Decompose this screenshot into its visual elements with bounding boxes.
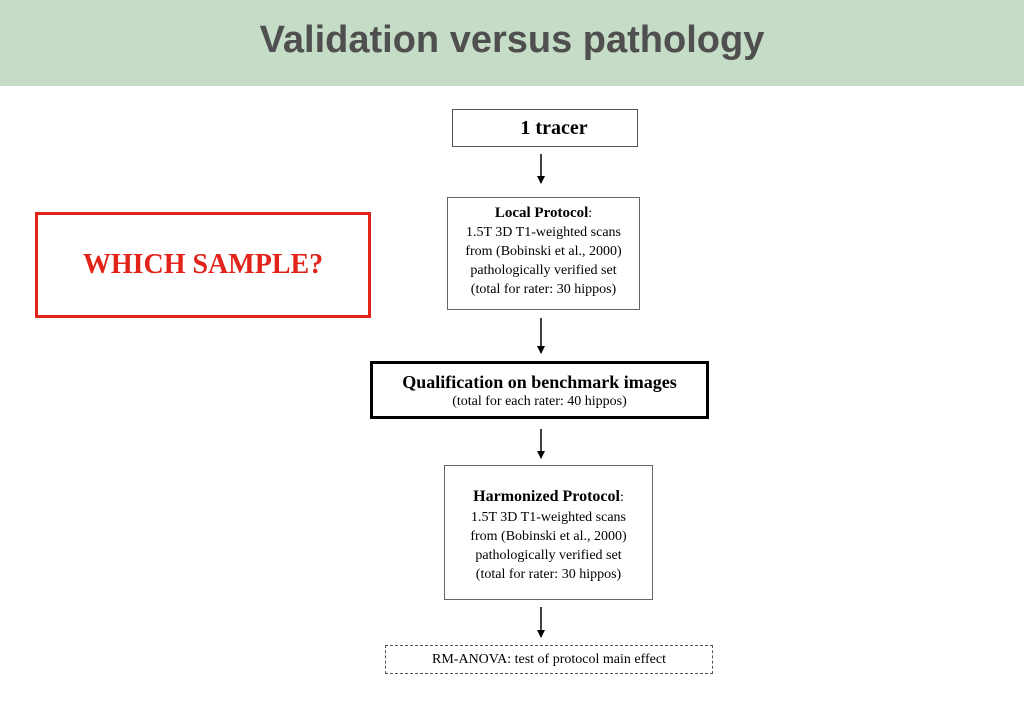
harmonized-protocol-line: (total for rater: 30 hippos): [475, 567, 622, 582]
harmonized-protocol-line: 1.5T 3D T1-weighted scans: [470, 510, 626, 525]
which-sample-text: WHICH SAMPLE?: [82, 249, 324, 280]
anova-box: RM-ANOVA: test of protocol main effect: [385, 645, 713, 674]
slide-title: Validation versus pathology: [259, 19, 765, 61]
local-protocol-line: pathologically verified set: [470, 263, 617, 278]
tracer-label: 1 tracer: [520, 117, 588, 139]
local-protocol-box: Local Protocol: 1.5T 3D T1-weighted scan…: [447, 197, 640, 310]
title-band: [0, 0, 1024, 86]
anova-label: RM-ANOVA: test of protocol main effect: [432, 652, 666, 667]
local-protocol-header: Local Protocol: [494, 205, 589, 221]
qualification-header: Qualification on benchmark images: [402, 372, 677, 392]
local-protocol-line: 1.5T 3D T1-weighted scans: [465, 225, 621, 240]
harmonized-protocol-line: from (Bobinski et al., 2000): [470, 529, 627, 544]
harmonized-protocol-box: Harmonized Protocol: 1.5T 3D T1-weighted…: [444, 465, 653, 600]
qualification-sub: (total for each rater: 40 hippos): [452, 394, 627, 409]
local-protocol-line: from (Bobinski et al., 2000): [465, 244, 622, 259]
harmonized-protocol-colon: :: [619, 490, 624, 505]
qualification-box: Qualification on benchmark images (total…: [370, 361, 709, 419]
which-sample-callout: WHICH SAMPLE?: [35, 212, 371, 318]
harmonized-protocol-header: Harmonized Protocol: [473, 488, 620, 505]
harmonized-protocol-line: pathologically verified set: [475, 548, 622, 563]
local-protocol-line: (total for rater: 30 hippos): [470, 282, 617, 297]
local-protocol-colon: :: [588, 206, 593, 221]
tracer-box: 1 tracer: [452, 109, 638, 147]
